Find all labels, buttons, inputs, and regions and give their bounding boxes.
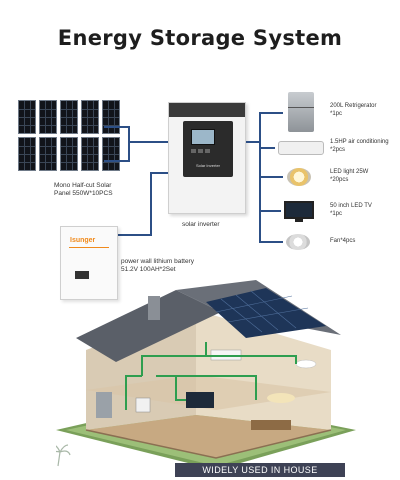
load-name: Fan*4pcs: [330, 238, 356, 244]
load-label-led-light: LED light 25W *20pcs: [330, 169, 368, 184]
solar-panel-label: Mono Half-cut Solar Panel 550W*10PCS: [54, 182, 113, 198]
load-qty: *1pc: [330, 110, 343, 117]
inverter-button: [205, 149, 210, 153]
solar-inverter-label: solar inverter: [182, 221, 220, 228]
load-qty: *1pc: [330, 210, 343, 217]
solar-panel: [60, 100, 78, 134]
wire-battery-in: [118, 234, 152, 236]
battery-display: [75, 271, 89, 279]
wire-panel-vertical: [128, 126, 130, 162]
inverter-button: [191, 149, 196, 153]
wire-inverter-to-battery-h: [150, 172, 168, 174]
battery-stripe: [69, 247, 109, 248]
solar-panel: [39, 137, 57, 171]
page-title: Energy Storage System: [57, 26, 343, 50]
house-illustration: [49, 280, 356, 470]
wire-to-fridge: [259, 112, 283, 114]
load-label-fan: Fan*4pcs: [330, 238, 355, 246]
battery-label: power wall lithium battery 51.2V 100AH*2…: [121, 258, 194, 274]
lithium-battery: Isunger: [60, 226, 118, 300]
load-label-tv: 50 inch LED TV *1pc: [330, 203, 372, 218]
solar-panel: [18, 100, 36, 134]
house-svg: [49, 280, 356, 470]
refrigerator-icon: [288, 92, 314, 132]
solar-panel: [102, 137, 120, 171]
inverter-top-cover: [169, 103, 245, 117]
solar-panel-label-line1: Mono Half-cut Solar: [54, 182, 112, 189]
battery-label-line1: power wall lithium battery: [121, 258, 194, 265]
battery-brand-logo: Isunger: [70, 237, 96, 244]
load-name: 50 inch LED TV: [330, 203, 372, 209]
solar-panel-label-line2: Panel 550W*10PCS: [54, 190, 113, 197]
solar-inverter: Solar Inverter: [168, 102, 246, 214]
wire-to-led: [259, 176, 283, 178]
wire-panel-top: [104, 126, 130, 128]
wire-panel-bottom: [104, 160, 130, 162]
inverter-button: [198, 149, 203, 153]
solar-panel: [81, 100, 99, 134]
wire-inverter-to-battery-v: [150, 172, 152, 236]
solar-panel-array: [18, 100, 128, 174]
wire-to-fan: [259, 241, 283, 243]
solar-panel: [102, 100, 120, 134]
wire-to-tv: [259, 210, 281, 212]
solar-panel: [39, 100, 57, 134]
load-qty: *2pcs: [330, 146, 346, 153]
inverter-front-panel: Solar Inverter: [183, 121, 233, 177]
ceiling-fan-icon: [286, 234, 310, 250]
inverter-face-text: Solar Inverter: [195, 163, 220, 168]
solar-panel: [18, 137, 36, 171]
inverter-display: [191, 129, 215, 145]
ceiling-light-icon: [287, 168, 311, 186]
solar-panel: [60, 137, 78, 171]
load-label-air-conditioning: 1.5HP air conditioning *2pcs: [330, 139, 389, 154]
load-name: LED light 25W: [330, 169, 369, 175]
tv-icon: [284, 201, 314, 222]
air-conditioner-icon: [278, 141, 324, 155]
battery-label-line2: 51.2V 100AH*2Set: [121, 266, 176, 273]
wire-panel-to-inverter: [128, 141, 168, 143]
load-qty: *20pcs: [330, 176, 349, 183]
usage-banner: WIDELY USED IN HOUSE: [175, 463, 345, 477]
solar-panel: [81, 137, 99, 171]
wire-to-ac: [259, 147, 275, 149]
load-label-refrigerator: 200L Retrigerator *1pc: [330, 103, 376, 118]
load-name: 1.5HP air conditioning: [330, 139, 389, 145]
wire-inverter-to-bus: [246, 141, 260, 143]
load-name: 200L Retrigerator: [330, 103, 377, 109]
